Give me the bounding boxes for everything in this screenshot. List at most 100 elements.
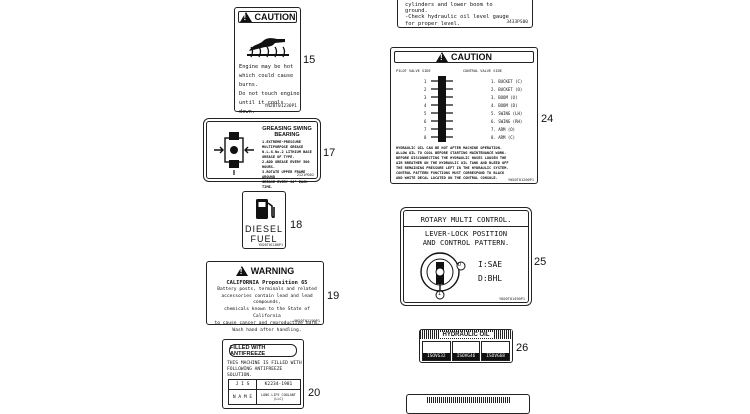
port-number: 5 xyxy=(424,110,427,116)
name-value: LONG LIFE COOLANT (LLC) xyxy=(261,393,296,401)
top-decal-line: for proper level. xyxy=(405,20,461,27)
decal-part-code: 2121PD02 xyxy=(296,173,314,177)
warning-header: WARNING xyxy=(211,265,319,277)
caution-header: CAUTION xyxy=(238,11,297,23)
prop65-line: chemicals known to the State of Californ… xyxy=(224,307,310,319)
swing-bearing-diagram-icon xyxy=(214,132,254,175)
top-decal-line: -Check hydraulic oil level gauge xyxy=(405,14,509,21)
decal-prop65-warning: WARNING CALIFORNIA Proposition 65 Batter… xyxy=(206,261,324,333)
oil-grade: ISOVG68 xyxy=(482,353,509,360)
decal-diesel-fuel: DIESEL FUEL YN20T01180P1 xyxy=(242,191,286,249)
warning-triangle-icon xyxy=(239,12,252,22)
valve-hose-diagram-icon xyxy=(431,76,453,142)
knob-d-label: D xyxy=(458,262,462,268)
greasing-item: GREASE OF TYPE. xyxy=(262,155,295,159)
warning-triangle-icon xyxy=(235,266,248,276)
oil-grade: ISOVG46 xyxy=(452,353,480,360)
control-valve-label: CONTROL VALVE SIDE xyxy=(463,69,502,73)
hot-surface-hand-icon xyxy=(247,38,289,58)
prop65-title: CALIFORNIA Proposition 65 xyxy=(226,280,308,286)
callout-15: 15 xyxy=(303,54,316,66)
decal15-line: until it cools down. xyxy=(239,100,284,115)
valve-function: 8. ARM (C) xyxy=(491,134,516,140)
caution-note: AIR BREATHER ON THE HYDRAULIC OIL TANK A… xyxy=(396,161,509,165)
caution-label: CAUTION xyxy=(451,52,492,62)
warning-label: WARNING xyxy=(250,266,295,276)
decal-greasing-swing-bearing: GREASING SWING BEARING 1.EXTREME-PRESSUR… xyxy=(203,118,321,189)
top-decal-line: cylinders and lower boom to xyxy=(405,2,493,8)
prop65-line: to cause cancer and reproductive harm. xyxy=(214,320,320,326)
port-number: 8 xyxy=(424,134,427,140)
decal-part-code: 3433PS00 xyxy=(506,20,528,25)
callout-25: 25 xyxy=(534,256,547,268)
callout-24: 24 xyxy=(541,113,554,125)
decal-part-code: YN20T01200P1 xyxy=(508,178,534,182)
callout-26: 26 xyxy=(516,342,529,354)
warning-triangle-icon xyxy=(436,52,448,62)
decal-hot-engine-caution: CAUTION Engine may be hot which could ca… xyxy=(234,7,301,115)
greasing-item: MULTIPURPOSE GREASE xyxy=(262,145,304,149)
callout-17: 17 xyxy=(323,147,336,159)
antifreeze-line: THIS MACHINE IS FILLED WITH xyxy=(227,361,302,366)
caution-label: CAUTION xyxy=(254,12,296,22)
decal-rotary-multi-control: ROTARY MULTI CONTROL. LEVER-LOCK POSITIO… xyxy=(400,207,532,306)
decal-part-code: YN20T01490P1 xyxy=(499,297,525,301)
greasing-title: BEARING xyxy=(274,132,300,138)
oil-grade: ISOVG32 xyxy=(423,353,450,360)
port-number: 7 xyxy=(424,126,427,132)
decal-part-code: YN20T01180P1 xyxy=(258,243,284,247)
decal-part-code: YN20T01230P1 xyxy=(264,104,297,109)
caution-note: CONTROL PATTERN FUNCTIONS MUST CORRESPON… xyxy=(396,171,505,175)
callout-20: 20 xyxy=(308,387,321,399)
caution-note: THE REMAINING PRESSURE LEFT IN THE HYDRA… xyxy=(396,166,509,170)
pilot-valve-label: PILOT VALVE SIDE xyxy=(396,69,431,73)
top-decal-line: ground. xyxy=(405,8,428,15)
knob-i-label: I xyxy=(438,291,442,297)
valve-function: 1. BUCKET (C) xyxy=(491,78,523,84)
prop65-line: Wash hand after handling. xyxy=(232,327,302,333)
antifreeze-title: FILLED WITH ANTIFREEZE xyxy=(230,344,266,357)
name-label: N A M E xyxy=(229,390,257,404)
port-number: 2 xyxy=(424,86,427,92)
decal15-line: Engine may be hot xyxy=(239,64,294,70)
decal15-line: which could cause xyxy=(239,73,294,79)
valve-function: 3. BOOM (U) xyxy=(491,94,518,100)
prop65-line: accessories contain lead and lead compou… xyxy=(221,293,313,306)
jis-label: J I S xyxy=(229,380,257,390)
port-number: 1 xyxy=(424,78,427,84)
valve-function: 6. SWING (RH) xyxy=(491,118,523,124)
valve-port-diagram xyxy=(431,76,453,142)
port-number: 4 xyxy=(424,102,427,108)
rotary-knob-icon xyxy=(420,252,466,300)
caution-note: BEFORE DISCONNECTING THE HYDRAULIC HOSES… xyxy=(396,156,507,160)
decal-partial-bottom xyxy=(406,394,530,414)
greasing-item: 2.ADD GREASE EVERY 500 HOURS. xyxy=(262,160,310,169)
valve-function: 5. SWING (LH) xyxy=(491,110,523,116)
fuel-label: FUEL xyxy=(250,234,278,244)
port-number: 6 xyxy=(424,118,427,124)
greasing-item: 3.ROTATE UPPER FRAME AROUND xyxy=(262,170,306,179)
callout-18: 18 xyxy=(290,219,303,231)
greasing-item: GREASE EVERY 90° EACH TIME. xyxy=(262,180,308,189)
valve-function: 2. BUCKET (O) xyxy=(491,86,523,92)
greasing-header: GREASING SWING BEARING xyxy=(259,125,315,139)
caution-header: CAUTION xyxy=(394,51,534,63)
decal15-line: burns. xyxy=(239,82,259,88)
valve-function: 7. ARM (O) xyxy=(491,126,516,132)
caution-note: AND WHITE DECAL LOCATED ON THE CONTROL C… xyxy=(396,176,498,180)
greasing-item: 1.EXTREME-PRESSURE xyxy=(262,140,301,144)
rotary-title: ROTARY MULTI CONTROL. xyxy=(404,215,528,227)
rotary-line: LEVER-LOCK POSITION xyxy=(424,229,508,238)
caution-note: HYDRAULIC OIL CAN BE HOT AFTER MACHINE O… xyxy=(396,146,503,150)
port-number: 3 xyxy=(424,94,427,100)
hydraulic-oil-title: HYDRAULIC OIL xyxy=(439,331,493,338)
callout-19: 19 xyxy=(327,290,340,302)
diesel-label: DIESEL xyxy=(244,224,283,234)
decal15-line: Do not touch engine xyxy=(239,91,300,97)
antifreeze-header: FILLED WITH ANTIFREEZE xyxy=(229,344,297,357)
pattern-option-sae: I:SAE xyxy=(478,260,503,269)
decal-part-code: YN20T01190P1 xyxy=(294,319,320,323)
decal-hydraulic-instruction-top: cylinders and lower boom to ground. -Che… xyxy=(397,0,533,28)
decal-control-pattern-caution: CAUTION PILOT VALVE SIDE CONTROL VALVE S… xyxy=(390,47,538,184)
caution-note: ALLOW OIL TO COOL BEFORE STARTING MAINTE… xyxy=(396,151,507,155)
